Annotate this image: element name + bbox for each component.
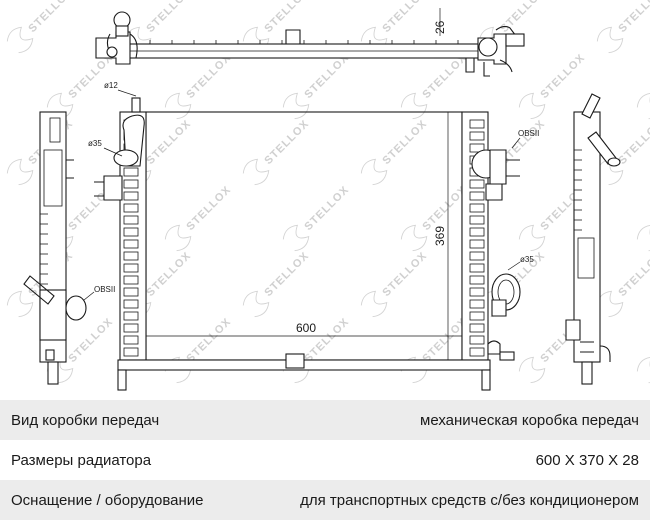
dim-right-pipe-label: ø35 (520, 255, 534, 264)
spec-row-equipment: Оснащение / оборудование для транспортны… (0, 480, 650, 520)
spec-key: Оснащение / оборудование (11, 491, 204, 509)
svg-text:STELLOX: STELLOX (26, 0, 75, 35)
svg-text:STELLOX: STELLOX (144, 118, 193, 167)
svg-text:STELLOX: STELLOX (144, 0, 193, 35)
svg-text:STELLOX: STELLOX (262, 250, 311, 299)
svg-text:STELLOX: STELLOX (302, 184, 351, 233)
svg-text:STELLOX: STELLOX (262, 118, 311, 167)
spec-value: механическая коробка передач (420, 411, 639, 429)
svg-text:STELLOX: STELLOX (616, 118, 650, 167)
spec-table: Вид коробки передач механическая коробка… (0, 400, 650, 520)
spec-row-dimensions: Размеры радиатора 600 X 370 X 28 (0, 440, 650, 480)
svg-text:STELLOX: STELLOX (66, 316, 115, 365)
radiator-technical-drawing: STELLOX STELLOX STELLOX STELLOX STELLOX STELL… (6, 0, 650, 391)
svg-text:STELLOX: STELLOX (380, 0, 429, 35)
front-view: ø12 ø35 OBSII ø35 600 369 (88, 81, 539, 391)
svg-text:STELLOX: STELLOX (302, 52, 351, 101)
spec-row-gearbox: Вид коробки передач механическая коробка… (0, 400, 650, 440)
svg-text:STELLOX: STELLOX (184, 184, 233, 233)
svg-text:STELLOX: STELLOX (144, 250, 193, 299)
svg-text:STELLOX: STELLOX (66, 52, 115, 101)
spec-value: для транспортных средств с/без кондицион… (300, 491, 639, 509)
top-view: 26 (95, 8, 525, 77)
svg-text:STELLOX: STELLOX (380, 118, 429, 167)
spec-key: Вид коробки передач (11, 411, 160, 429)
svg-text:STELLOX: STELLOX (538, 52, 587, 101)
svg-text:STELLOX: STELLOX (616, 250, 650, 299)
dim-small-pipe-label: ø12 (104, 81, 118, 90)
svg-text:STELLOX: STELLOX (380, 250, 429, 299)
left-side-view: OBSII (23, 111, 115, 385)
svg-text:STELLOX: STELLOX (498, 0, 547, 35)
obs-right-label: OBSII (518, 129, 539, 138)
svg-text:STELLOX: STELLOX (184, 52, 233, 101)
svg-text:STELLOX: STELLOX (420, 52, 469, 101)
spec-key: Размеры радиатора (11, 451, 152, 469)
dim-height-label: 369 (433, 226, 447, 246)
obs-left-label: OBSII (94, 285, 115, 294)
svg-text:STELLOX: STELLOX (184, 316, 233, 365)
svg-text:STELLOX: STELLOX (616, 0, 650, 35)
dim-depth-label: 26 (433, 20, 447, 34)
spec-value: 600 X 370 X 28 (535, 451, 639, 469)
right-side-view (565, 93, 621, 385)
dim-left-pipe-label: ø35 (88, 139, 102, 148)
dim-width-label: 600 (296, 321, 316, 335)
